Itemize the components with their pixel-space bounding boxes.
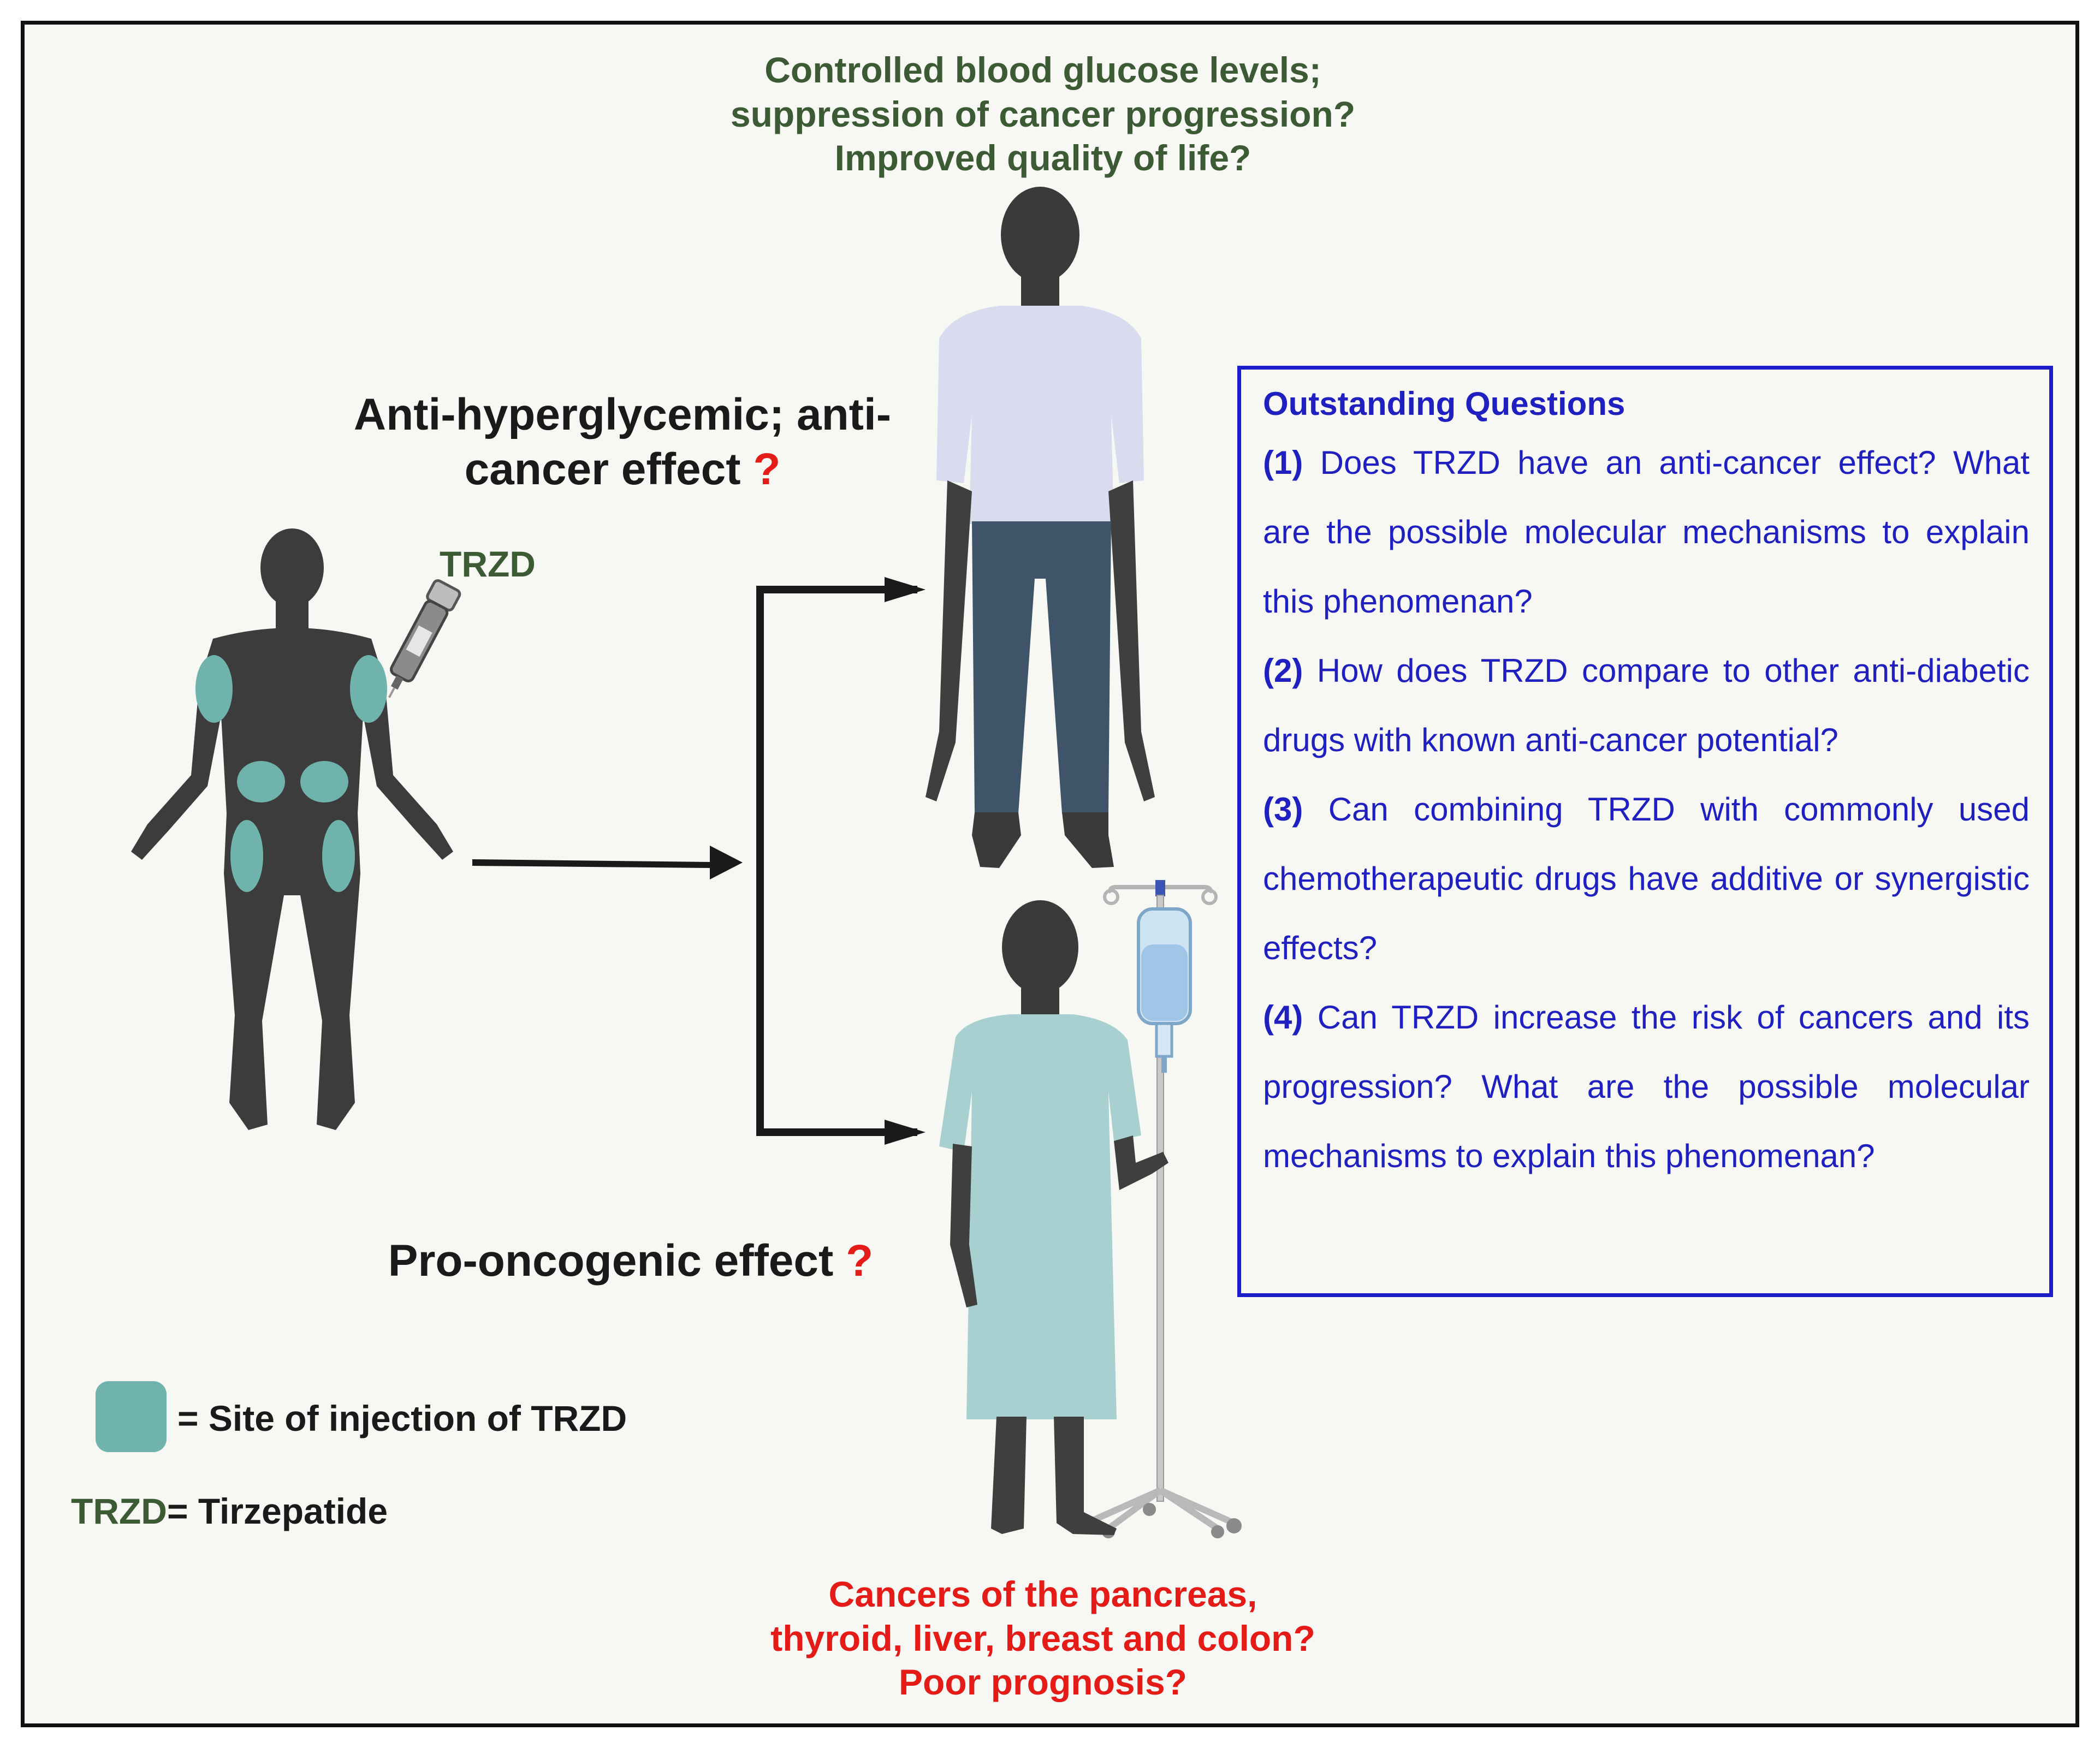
anti-effect-line2: cancer effect [464, 444, 741, 495]
outstanding-questions-box: Outstanding Questions (1) Does TRZD have… [1237, 366, 2053, 1297]
iv-stand [1079, 880, 1242, 1538]
question-text: Can TRZD increase the risk of cancers an… [1263, 999, 2030, 1174]
anti-effect-question-mark: ? [753, 444, 781, 495]
outcome-negative-line3: Poor prognosis? [899, 1662, 1187, 1703]
outcome-positive-line1: Controlled blood glucose levels; [764, 50, 1321, 90]
question-number: (4) [1263, 999, 1303, 1036]
legend-site-text: = Site of injection of TRZD [177, 1398, 627, 1438]
drug-label: TRZD [440, 544, 536, 584]
body-figure [131, 528, 453, 1130]
arrow-to-patient [885, 1120, 926, 1145]
question-text: Can combining TRZD with commonly used ch… [1263, 791, 2030, 966]
questions-heading: Outstanding Questions [1263, 385, 1626, 422]
legend-injection-site: = Site of injection of TRZD [96, 1381, 696, 1452]
question-number: (1) [1263, 444, 1303, 481]
injection-site-left-thigh [230, 820, 263, 892]
injection-pen-icon [388, 579, 461, 698]
legend-abbr-definition: = Tirzepatide [167, 1491, 388, 1531]
question-item: (2) How does TRZD compare to other anti-… [1263, 636, 2030, 775]
arrow-group [472, 577, 926, 1145]
anti-effect-label: Anti-hyperglycemic; anti- cancer effect … [339, 388, 906, 497]
injection-site-right-arm [350, 655, 387, 723]
iv-bag-icon [1137, 907, 1192, 1073]
outcome-negative: Cancers of the pancreas, thyroid, liver,… [715, 1572, 1371, 1704]
outcome-positive-line3: Improved quality of life? [834, 138, 1251, 179]
anti-effect-line1: Anti-hyperglycemic; anti- [353, 390, 892, 439]
question-text: How does TRZD compare to other anti-diab… [1263, 652, 2030, 758]
outcome-positive-line2: suppression of cancer progression? [730, 93, 1356, 134]
outcome-positive: Controlled blood glucose levels; suppres… [633, 48, 1452, 180]
main-arrow [472, 846, 743, 879]
outcome-negative-line2: thyroid, liver, breast and colon? [770, 1618, 1315, 1658]
healthy-person [926, 187, 1155, 868]
question-item: (3) Can combining TRZD with commonly use… [1263, 775, 2030, 983]
injection-site-right-thigh [322, 820, 355, 892]
legend-abbr-term: TRZD [71, 1491, 167, 1531]
pro-effect-label: Pro-oncogenic effect ? [344, 1234, 917, 1288]
legend-swatch [96, 1381, 167, 1452]
outcome-negative-line1: Cancers of the pancreas, [828, 1574, 1257, 1614]
pro-effect-text: Pro-oncogenic effect [388, 1236, 834, 1286]
injection-site-left-arm [195, 655, 233, 723]
injection-site-left-abdomen [237, 761, 285, 802]
injection-site-right-abdomen [300, 761, 348, 802]
question-item: (1) Does TRZD have an anti-cancer effect… [1263, 428, 2030, 636]
branch-connector [756, 586, 917, 1136]
pro-effect-question-mark: ? [846, 1236, 874, 1286]
question-text: Does TRZD have an anti-cancer effect? Wh… [1263, 444, 2030, 620]
question-number: (3) [1263, 791, 1303, 828]
question-number: (2) [1263, 652, 1303, 689]
legend-abbreviation: TRZD= Tirzepatide [71, 1490, 388, 1532]
arrow-to-healthy [885, 577, 926, 602]
question-item: (4) Can TRZD increase the risk of cancer… [1263, 983, 2030, 1191]
injection-site-markers [195, 655, 387, 892]
patient-person [939, 900, 1168, 1535]
